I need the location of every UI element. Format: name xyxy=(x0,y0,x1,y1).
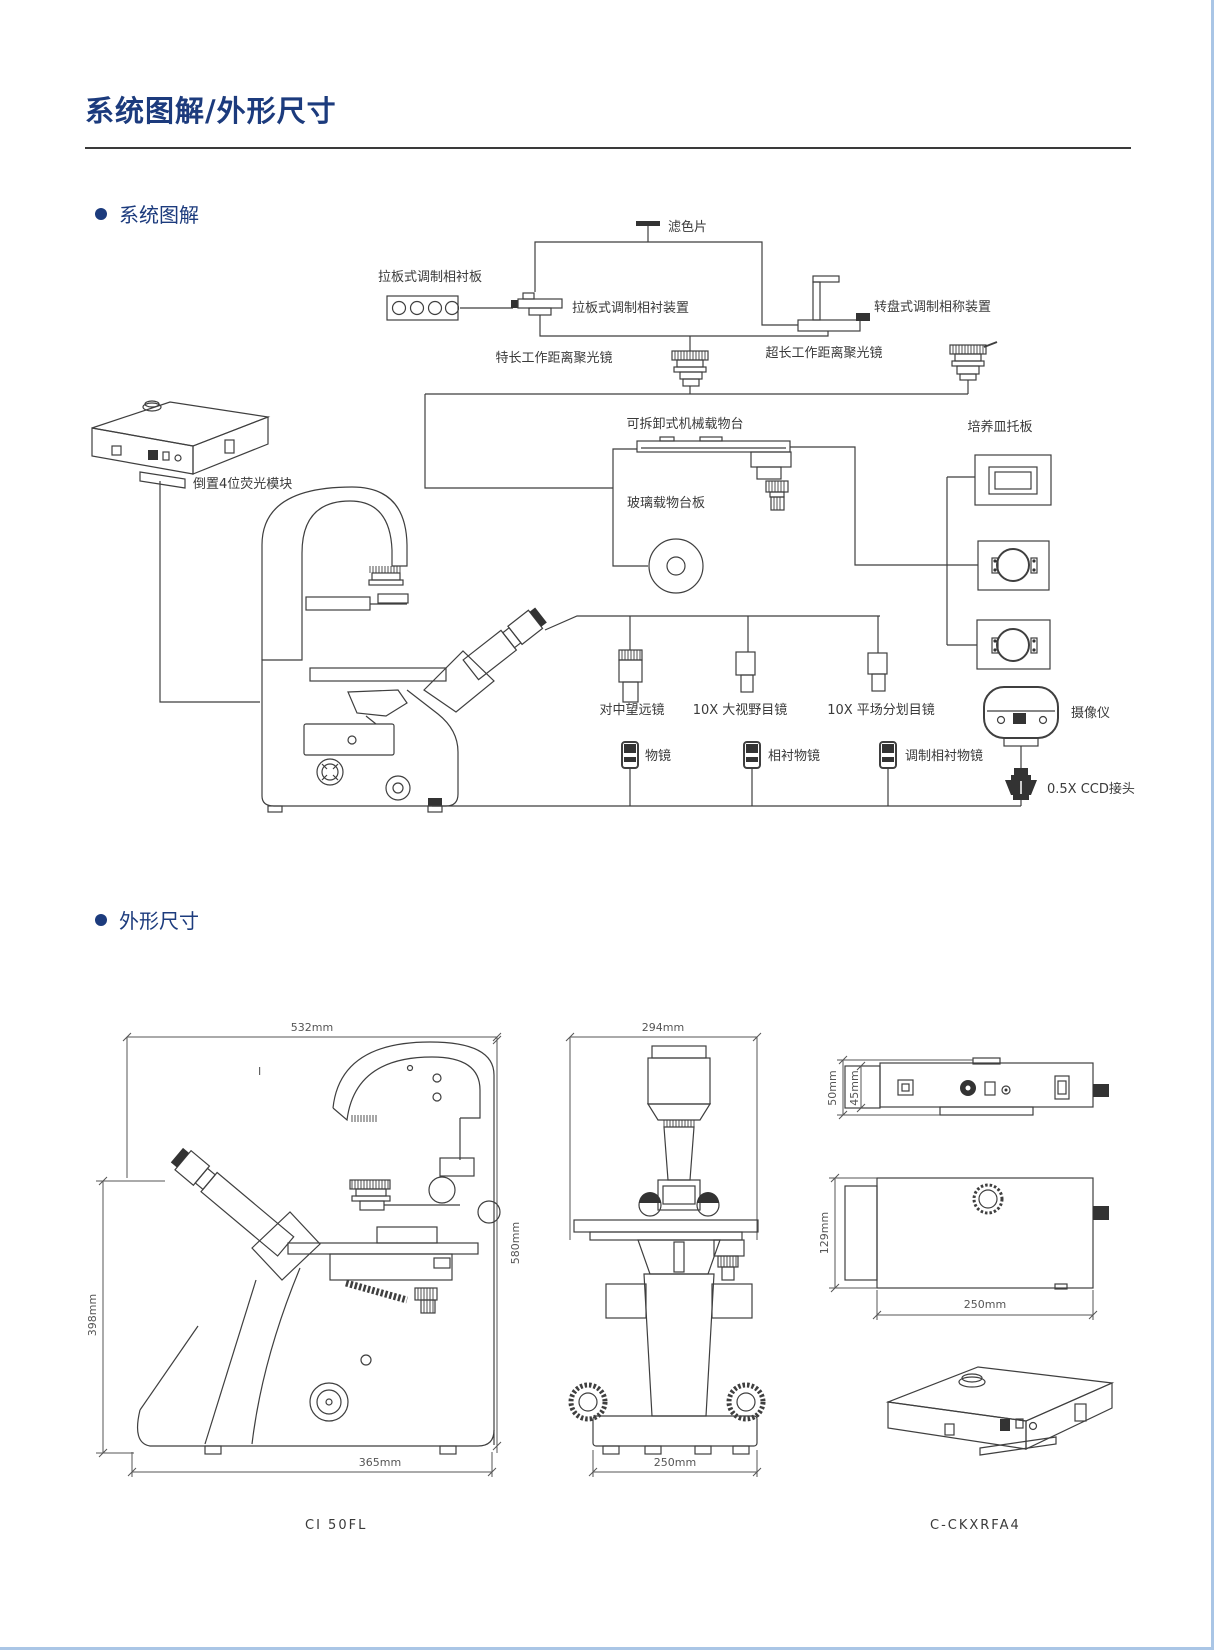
label-glass-plate: 玻璃载物台板 xyxy=(627,496,705,511)
svg-text:532mm: 532mm xyxy=(291,1021,333,1034)
inverted-microscope-drawing xyxy=(261,486,547,813)
svg-text:129mm: 129mm xyxy=(818,1212,831,1254)
section-system-diagram: 系统图解 xyxy=(95,199,199,228)
label-widefield-eyepiece: 10X 大视野目镜 xyxy=(693,703,788,718)
dim-398: 398mm xyxy=(86,1176,165,1458)
bullet-icon xyxy=(95,913,107,926)
svg-text:50mm: 50mm xyxy=(826,1070,839,1105)
label-objective: 物镜 xyxy=(645,749,671,764)
petri-holder-rect-icon xyxy=(974,454,1052,506)
label-turret-device: 转盘式调制相称装置 xyxy=(874,299,991,315)
module-top-view-drawing xyxy=(844,1177,1109,1290)
page-edge-bottom xyxy=(0,1647,1214,1650)
title-rule xyxy=(85,147,1131,149)
dim-250-front: 250mm xyxy=(588,1450,762,1477)
turret-device-icon xyxy=(797,275,870,332)
section-heading: 外形尺寸 xyxy=(119,909,199,933)
svg-text:580mm: 580mm xyxy=(509,1222,522,1264)
footer-part-number: C-CKXRFA4 xyxy=(930,1518,1021,1533)
label-ulwd-condenser: 超长工作距离聚光镜 xyxy=(765,345,882,361)
bullet-icon xyxy=(95,207,107,220)
label-slider-plate: 拉板式调制相衬板 xyxy=(378,270,482,285)
condenser-elwd-icon xyxy=(671,350,709,394)
connector-module-scope xyxy=(159,481,260,703)
side-view-drawing xyxy=(137,1041,501,1455)
slider-device-icon xyxy=(511,292,563,316)
centering-telescope-icon xyxy=(618,649,643,703)
connector-filter-bracket xyxy=(534,241,798,326)
petri-holder-round-icon xyxy=(976,619,1051,670)
label-mechanical-stage: 可拆卸式机械载物台 xyxy=(626,416,743,432)
label-elwd-condenser: 特长工作距离聚光镜 xyxy=(495,350,612,366)
connector-stage-bracket xyxy=(612,448,648,567)
petri-holder-round-icon xyxy=(977,540,1050,591)
glass-plate-icon xyxy=(648,538,704,594)
svg-text:250mm: 250mm xyxy=(964,1298,1006,1311)
label-slider-device: 拉板式调制相衬装置 xyxy=(572,301,689,316)
filter-icon xyxy=(636,221,660,242)
dim-580: 580mm xyxy=(492,1035,522,1451)
label-phase-objective: 相衬物镜 xyxy=(768,749,820,764)
label-modulation-objective: 调制相衬物镜 xyxy=(905,749,983,764)
label-reticle-eyepiece: 10X 平场分划目镜 xyxy=(827,703,935,718)
svg-text:294mm: 294mm xyxy=(642,1021,684,1034)
connector-eyepiece-bracket xyxy=(544,615,880,631)
objective-icon xyxy=(621,741,639,769)
section-heading: 系统图解 xyxy=(119,203,199,227)
dim-294: 294mm xyxy=(565,1021,762,1240)
widefield-eyepiece-icon xyxy=(735,651,756,693)
svg-text:45mm: 45mm xyxy=(848,1070,861,1105)
module-side-view-drawing xyxy=(844,1057,1109,1116)
module-3d-view-drawing xyxy=(885,1366,1115,1456)
condenser-ulwd-icon xyxy=(949,341,998,394)
modulation-objective-icon xyxy=(879,741,897,769)
svg-text:250mm: 250mm xyxy=(654,1456,696,1469)
dim-129: 129mm xyxy=(818,1173,877,1293)
footer-model: CI 50FL xyxy=(305,1518,368,1533)
label-filter: 滤色片 xyxy=(668,219,707,235)
section-outline-dimensions: 外形尺寸 xyxy=(95,905,199,934)
section-mark: I xyxy=(258,1065,261,1078)
label-petri-holder: 培养皿托板 xyxy=(967,419,1032,435)
dim-532: 532mm xyxy=(122,1021,502,1453)
ccd-adapter-icon xyxy=(1005,768,1037,800)
page-edge-right xyxy=(1211,0,1214,1650)
front-view-drawing xyxy=(568,1045,766,1455)
connector-stage-holders xyxy=(790,446,947,566)
slider-plate-icon xyxy=(386,295,460,321)
label-centering-telescope: 对中望远镜 xyxy=(599,702,664,718)
dim-45: 45mm xyxy=(848,1061,866,1113)
label-fluorescence-module: 倒置4位荧光模块 xyxy=(193,477,292,492)
svg-text:365mm: 365mm xyxy=(359,1456,401,1469)
label-ccd-adapter: 0.5X CCD接头 xyxy=(1047,781,1135,797)
dim-50: 50mm xyxy=(826,1055,973,1120)
page-title: 系统图解/外形尺寸 xyxy=(85,94,337,128)
connector-bus-stage xyxy=(424,394,613,489)
svg-text:398mm: 398mm xyxy=(86,1294,99,1336)
fluorescence-module-icon xyxy=(91,400,271,489)
connector-device-bus xyxy=(539,315,829,337)
phase-objective-icon xyxy=(743,741,761,769)
camera-icon xyxy=(983,686,1059,747)
reticle-eyepiece-icon xyxy=(867,652,888,692)
label-camera: 摄像仪 xyxy=(1071,706,1110,721)
dim-365: 365mm xyxy=(127,1452,497,1477)
dim-250-module: 250mm xyxy=(872,1290,1098,1320)
